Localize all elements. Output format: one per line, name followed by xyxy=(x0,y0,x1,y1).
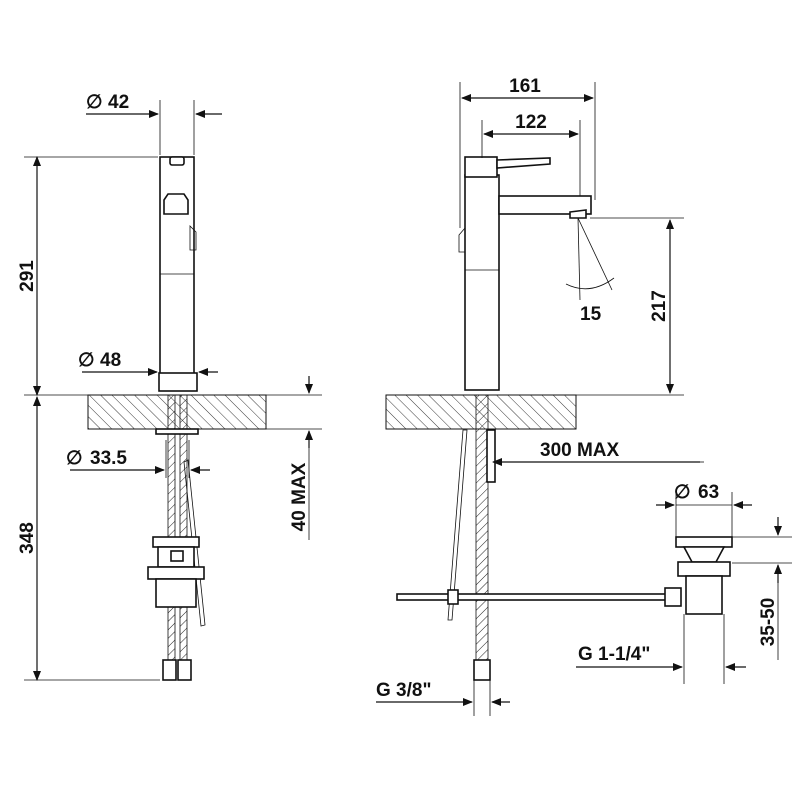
dim-height-291: 291 xyxy=(17,260,38,292)
spout xyxy=(498,195,592,215)
mixer-body-side xyxy=(464,174,500,391)
diameter-symbol: ∅ xyxy=(66,448,83,469)
side-view: 15 161 122 217 300 MAX ∅ 63 35- xyxy=(376,76,792,716)
dim-width-161: 161 xyxy=(509,76,541,97)
dim-height-348: 348 xyxy=(17,522,38,554)
dim-height-217: 217 xyxy=(649,290,670,322)
diameter-symbol: ∅ xyxy=(674,482,691,503)
dim-diameter-42: 42 xyxy=(108,92,129,113)
dim-thread-g114: G 1-1/4" xyxy=(578,644,650,665)
countertop-left xyxy=(87,394,267,430)
mixer-body-front xyxy=(159,156,195,391)
pop-up-rod xyxy=(396,593,668,601)
diameter-symbol: ∅ xyxy=(78,350,95,371)
dim-width-122: 122 xyxy=(515,112,547,133)
waste-valve-front xyxy=(147,536,205,608)
waste-valve-side xyxy=(675,536,733,615)
dim-range-35-50: 35-50 xyxy=(758,598,779,647)
dim-diameter-48: 48 xyxy=(100,350,121,371)
front-view: ∅ 42 291 ∅ 48 348 ∅ 33.5 40 MAX xyxy=(17,92,322,681)
diameter-symbol: ∅ xyxy=(86,92,103,113)
dim-angle-15: 15 xyxy=(580,304,602,325)
dim-40-max: 40 MAX xyxy=(289,462,310,531)
dim-300-max: 300 MAX xyxy=(540,440,620,461)
dim-diameter-63: 63 xyxy=(698,482,719,503)
dim-thread-g38: G 3/8" xyxy=(376,680,431,701)
dim-diameter-33-5: 33.5 xyxy=(90,448,127,469)
